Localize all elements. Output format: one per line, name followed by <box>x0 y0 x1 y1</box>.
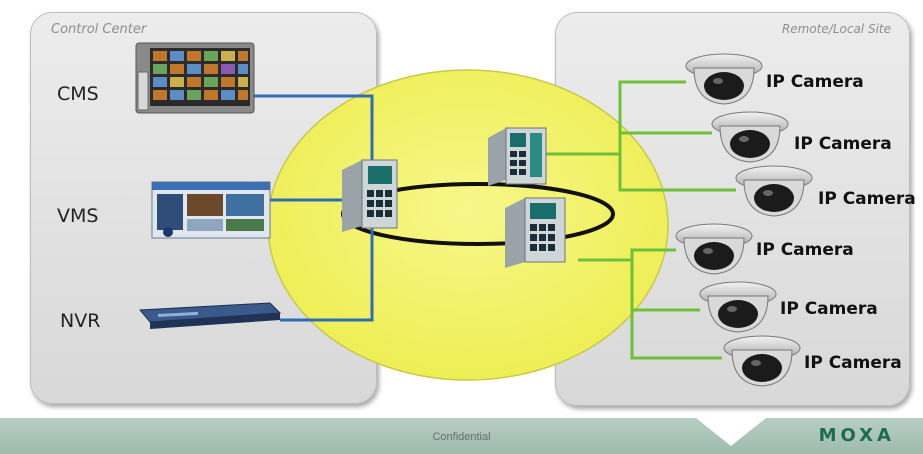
dome-camera-icon <box>675 223 753 275</box>
monitor-wall-icon <box>135 42 255 114</box>
dome-camera-icon <box>735 165 813 217</box>
remote-site-title: Remote/Local Site <box>781 22 891 36</box>
ethernet-switch-icon <box>488 127 547 186</box>
camera-label: IP Camera <box>804 353 902 373</box>
camera-label: IP Camera <box>794 134 892 154</box>
network-ring <box>267 69 669 381</box>
moxa-logo: MOXA <box>818 425 895 446</box>
footer-confidential: Confidential <box>432 431 491 443</box>
vms-label: VMS <box>57 205 99 227</box>
video-management-icon <box>151 181 271 239</box>
cms-label: CMS <box>57 83 99 105</box>
control-center-title: Control Center <box>51 22 147 37</box>
nvr-device-icon <box>138 302 282 329</box>
dome-camera-icon <box>723 335 801 387</box>
nvr-label: NVR <box>60 310 101 332</box>
footer-bar <box>0 418 923 454</box>
ethernet-switch-icon <box>342 159 398 232</box>
camera-links <box>546 80 736 360</box>
footer-notch <box>696 418 766 446</box>
cameras <box>675 53 813 387</box>
control-links <box>254 94 374 322</box>
dome-camera-icon <box>711 111 789 163</box>
camera-label: IP Camera <box>766 72 864 92</box>
camera-label: IP Camera <box>818 189 916 209</box>
dome-camera-icon <box>685 53 763 105</box>
camera-label: IP Camera <box>780 299 878 319</box>
ethernet-switch-icon <box>505 197 566 268</box>
dome-camera-icon <box>699 281 777 333</box>
camera-label: IP Camera <box>756 240 854 260</box>
